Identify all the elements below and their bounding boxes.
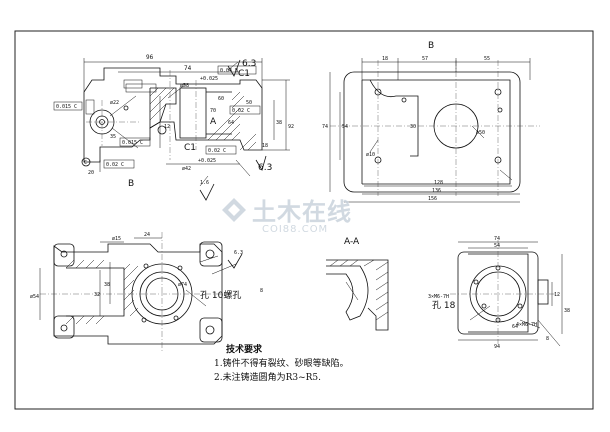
front-dim-50: 50: [246, 100, 252, 106]
watermark: 土木在线 COI88.COM: [222, 198, 352, 235]
front-tol-6: 0.04 B: [220, 68, 238, 74]
right-dim-64: 64: [512, 324, 518, 330]
bl-dim-15: ø15: [112, 236, 121, 242]
front-roughness-top: 6.3: [242, 59, 256, 69]
bottom-left-view: [39, 232, 243, 352]
front-circle-c: C: [84, 160, 87, 166]
front-label-a: A: [210, 117, 217, 127]
bl-dim-8: 8: [260, 288, 263, 294]
top-dim-57: 57: [422, 56, 428, 62]
bl-dim-38: 38: [104, 282, 110, 288]
drawing-border: [14, 30, 594, 410]
front-tol-1: 0.015 C: [56, 104, 77, 110]
front-tol-3: 0.02 C: [106, 162, 124, 168]
top-label-b: B: [428, 41, 434, 51]
front-dim-18: 18: [262, 143, 268, 149]
bl-roughness: 6.3: [234, 250, 243, 256]
bl-hole-note: 孔 10螺孔: [200, 290, 241, 301]
front-tol-5: 0.02 C: [208, 148, 226, 154]
front-label-b: B: [128, 179, 134, 189]
front-dim-74: 74: [184, 65, 192, 72]
bl-dim-24: 24: [144, 232, 150, 238]
top-dim-74: 74: [322, 124, 328, 130]
watermark-logo-icon: [222, 198, 246, 222]
front-tol-2: 0.015 C: [122, 140, 143, 146]
front-dim-96: 96: [146, 54, 154, 61]
top-dim-156: 156: [428, 196, 437, 202]
front-dim-38: 38: [276, 120, 282, 126]
right-dim-12: 12: [554, 292, 560, 298]
bl-dim-74: ø74: [178, 282, 187, 288]
right-depth: 4×M6-7H: [516, 322, 537, 328]
technical-notes: 技术要求 1.铸件不得有裂纹、砂眼等缺陷。 2.未注铸造圆角为R3~R5.: [214, 343, 349, 383]
front-dim-42: ø42: [182, 166, 191, 172]
front-dim-92: 92: [288, 124, 294, 130]
front-tol-4: 0.02 C: [232, 108, 250, 114]
front-dim-22: ø22: [110, 100, 119, 106]
top-dim-54: 54: [342, 124, 348, 130]
top-dim-30: 30: [410, 124, 416, 130]
front-dim-60: 60: [218, 96, 224, 102]
front-dim-plus-a: +0.025: [200, 76, 218, 82]
bottom-left-labels: ø15 24 ø54 32 38 ø74 8 6.3 孔 10螺孔: [30, 232, 263, 301]
right-hole-note: 孔 18: [432, 300, 456, 311]
top-dim-55: 55: [484, 56, 490, 62]
notes-line-2: 2.未注铸造圆角为R3~R5.: [214, 371, 321, 383]
front-view: [53, 58, 290, 201]
right-dim-8: 8: [546, 336, 549, 342]
front-dim-70: 70: [210, 108, 216, 114]
bl-dim-32: 32: [94, 292, 100, 298]
top-dim-18: 18: [382, 56, 388, 62]
right-view-labels: 74 54 94 12 38 8 64 3×M6-7H 孔 18 4×M6-7H: [428, 236, 570, 350]
front-dim-12: 12: [164, 124, 170, 130]
front-roughness-left: 1.6: [200, 180, 209, 186]
front-dim-plus-b: +0.025: [198, 158, 216, 164]
top-dim-50: ø50: [476, 130, 485, 136]
right-dim-38: 38: [564, 308, 570, 314]
front-dim-20: 20: [88, 170, 94, 176]
front-dim-58: ø58: [180, 83, 189, 89]
right-dim-74: 74: [494, 236, 500, 242]
right-dim-54: 54: [494, 243, 500, 249]
top-dim-136: 136: [432, 188, 441, 194]
front-dim-35: 35: [110, 134, 116, 140]
bl-dim-54: ø54: [30, 294, 39, 300]
section-aa-view: [326, 259, 389, 331]
top-view-labels: B 18 57 55 74 54 30 ø50 ø10 128 136 156: [322, 41, 490, 202]
right-dim-94: 94: [494, 344, 500, 350]
front-dim-64: 64: [228, 120, 234, 126]
watermark-sub: COI88.COM: [262, 224, 328, 235]
top-view: [329, 58, 540, 203]
right-view: [450, 240, 563, 347]
watermark-text: 土木在线: [252, 198, 352, 226]
front-label-c1-top: C1: [238, 69, 250, 79]
notes-title: 技术要求: [226, 343, 263, 355]
front-view-labels: 96 74 +0.025 ø58 60 64 38 92 18 12 35 ø4…: [56, 54, 294, 189]
front-roughness-bottom: 6.3: [258, 163, 272, 173]
right-thread: 3×M6-7H: [428, 294, 449, 300]
top-dim-10: ø10: [366, 152, 375, 158]
front-label-c1-mid: C1: [184, 143, 196, 153]
notes-line-1: 1.铸件不得有裂纹、砂眼等缺陷。: [214, 357, 349, 369]
top-dim-128: 128: [434, 180, 443, 186]
section-aa-label: A-A: [344, 237, 360, 247]
